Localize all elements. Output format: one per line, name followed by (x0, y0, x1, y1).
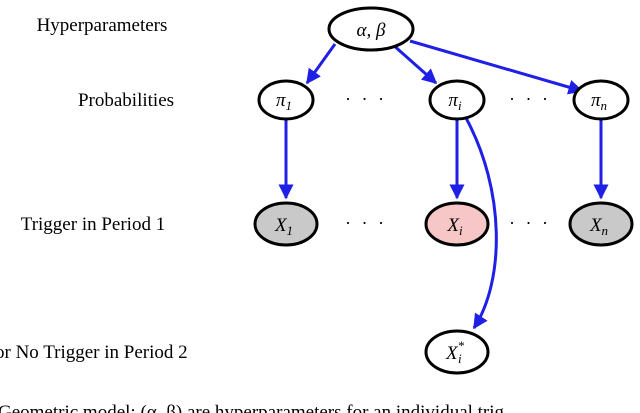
ellipsis-probabilities-right: · · · (509, 89, 551, 109)
svg-text:Xn: Xn (589, 215, 608, 238)
row-label-probabilities: Probabilities (78, 90, 174, 111)
node-pi-n-base: π (591, 90, 601, 111)
node-pi-n: πn (572, 79, 630, 121)
edge-hyper-to-pii (391, 42, 438, 85)
node-x-i-star-sup: * (458, 338, 465, 353)
node-x-i-star-sub: i (458, 351, 462, 366)
node-x-n: Xn (568, 201, 634, 247)
ellipsis-period1-right: · · · (509, 213, 551, 233)
node-x-1: X1 (253, 201, 319, 247)
node-x-i-star: X*i (424, 329, 490, 375)
node-pi-1-sub: 1 (286, 98, 293, 113)
node-pi-1: π1 (257, 79, 315, 121)
edge-hyper-to-pi1 (305, 43, 337, 85)
node-pi-i: πi (428, 79, 486, 121)
edge-pii-to-xistar (464, 117, 498, 330)
node-x-n-sub: n (602, 223, 609, 238)
node-hyperparameters-label: α, β (357, 20, 386, 41)
node-x-i-sub: i (459, 223, 463, 238)
edge-hyper-to-pin (409, 39, 584, 95)
svg-text:X1: X1 (274, 215, 293, 238)
row-label-hyperparameters: Hyperparameters (37, 15, 168, 36)
ellipsis-probabilities-left: · · · (345, 89, 387, 109)
node-x-n-base: X (589, 215, 603, 236)
svg-text:Xi: Xi (446, 215, 463, 238)
node-x-i: Xi (424, 201, 490, 247)
svg-text:πi: πi (448, 90, 462, 113)
svg-text:πn: πn (591, 90, 607, 113)
svg-text:X*i: X*i (445, 338, 465, 366)
node-x-i-base: X (446, 215, 460, 236)
node-x-i-star-base: X (445, 343, 459, 364)
node-pi-i-base: π (448, 90, 458, 111)
svg-text:π1: π1 (276, 90, 292, 113)
node-hyperparameters: α, β (327, 6, 415, 52)
row-label-period1: Trigger in Period 1 (21, 214, 165, 235)
node-pi-n-sub: n (601, 98, 608, 113)
row-label-period2: or No Trigger in Period 2 (0, 342, 188, 363)
node-pi-1-base: π (276, 90, 286, 111)
figure-caption: Geometric model: (α, β) are hyperparamet… (0, 402, 505, 413)
node-x-1-sub: 1 (287, 223, 294, 238)
node-x-1-base: X (274, 215, 288, 236)
ellipsis-period1-left: · · · (345, 213, 387, 233)
node-pi-i-sub: i (458, 98, 462, 113)
